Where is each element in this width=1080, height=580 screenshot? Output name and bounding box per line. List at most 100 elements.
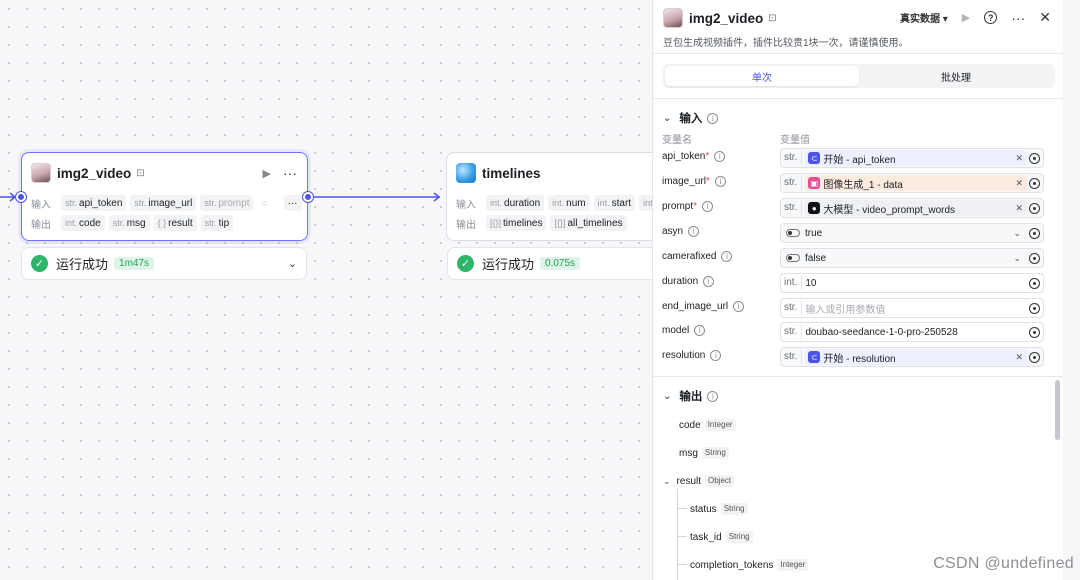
type-label: str. — [784, 151, 803, 165]
variable-select-icon[interactable] — [1029, 326, 1040, 338]
param-name: prompt*i — [662, 201, 714, 212]
canvas-edge-strip — [1063, 0, 1080, 580]
workflow-canvas[interactable]: img2_video ⊡ ▶ ··· 输入 str.api_token str.… — [0, 0, 662, 580]
info-icon: i — [694, 325, 706, 336]
info-icon: i — [688, 226, 700, 237]
node-title: timelines — [482, 165, 541, 181]
variable-reference-chip[interactable]: ⊂开始 - api_token — [805, 150, 1028, 166]
chevron-down-icon[interactable]: ⌄ — [663, 112, 672, 124]
variable-select-icon[interactable] — [1029, 202, 1040, 214]
param-value-input[interactable]: str. doubao-seedance-1-0-pro-250528 — [780, 322, 1044, 342]
param-value-select[interactable]: true ⌄ — [780, 223, 1044, 243]
tab-single[interactable]: 单次 — [665, 66, 859, 86]
clear-icon[interactable]: ✕ — [1015, 202, 1023, 213]
node-title: img2_video — [57, 165, 132, 181]
tree-line — [677, 508, 687, 509]
panel-header: img2_video ⊡ — [663, 8, 777, 28]
param-row: image_url*i str. ▣图像生成_1 - data ✕ — [653, 173, 1064, 193]
run-status-timelines[interactable]: ✓ 运行成功 0.075s — [447, 247, 652, 280]
param-name: api_token*i — [662, 151, 726, 162]
output-section-header[interactable]: ⌄ 输出 i — [663, 388, 719, 404]
param-name: image_url*i — [662, 176, 726, 187]
divider — [653, 53, 1064, 54]
tab-batch[interactable]: 批处理 — [941, 72, 971, 84]
variable-select-icon[interactable] — [1029, 252, 1040, 264]
more-icon[interactable]: ··· — [283, 165, 297, 181]
more-icon[interactable]: ··· — [1011, 9, 1026, 26]
param-value-field[interactable]: str. ●大模型 - video_prompt_words ✕ — [780, 198, 1044, 218]
chevron-down-icon[interactable]: ⌄ — [1013, 227, 1021, 238]
output-tag: { }result — [153, 215, 197, 231]
clear-icon[interactable]: ✕ — [1015, 152, 1023, 163]
input-tag: str.image_url — [130, 195, 197, 211]
type-label: str. — [784, 301, 803, 315]
help-icon[interactable]: ? — [984, 11, 998, 24]
edge-layer — [0, 192, 441, 202]
llm-node-icon: ● — [808, 202, 821, 214]
variable-select-icon[interactable] — [1029, 302, 1040, 314]
run-status-img2-video[interactable]: ✓ 运行成功 1m47s ⌄ — [21, 247, 307, 280]
variable-select-icon[interactable] — [1029, 351, 1040, 363]
info-icon: i — [714, 151, 726, 162]
param-value-field[interactable]: str. ⊂开始 - api_token ✕ — [780, 148, 1044, 168]
variable-select-icon[interactable] — [1029, 152, 1040, 164]
node-timelines[interactable]: timelines 输入 int.duration int.num int.st… — [446, 152, 662, 241]
param-value-input[interactable]: str. 输入或引用参数值 — [780, 298, 1044, 318]
input-tag: int.num — [548, 195, 590, 211]
plugin-badge-icon: ⊡ — [768, 12, 777, 24]
run-icon[interactable]: ▶ — [262, 167, 271, 180]
chevron-down-icon: ⌄ — [663, 475, 671, 486]
variable-reference-chip[interactable]: ●大模型 - video_prompt_words — [805, 200, 1028, 216]
panel-scrollbar[interactable] — [1055, 380, 1060, 440]
run-icon[interactable]: ▶ — [961, 12, 971, 24]
boolean-toggle-icon[interactable] — [786, 254, 800, 262]
param-value-field[interactable]: str. ▣图像生成_1 - data ✕ — [780, 173, 1044, 193]
status-text: 运行成功 — [56, 257, 109, 272]
variable-select-icon[interactable] — [1029, 177, 1040, 189]
chevron-down-icon[interactable]: ⌄ — [1013, 252, 1021, 263]
type-label: str. — [784, 201, 803, 215]
clear-icon[interactable]: ✕ — [1015, 351, 1023, 362]
variable-select-icon[interactable] — [1029, 227, 1040, 239]
output-port[interactable] — [303, 192, 313, 202]
edge-incoming-arrow — [9, 192, 17, 202]
param-row: prompt*i str. ●大模型 - video_prompt_words … — [653, 198, 1064, 218]
success-check-icon: ✓ — [31, 255, 48, 272]
variable-reference-chip[interactable]: ▣图像生成_1 - data — [805, 175, 1028, 191]
info-icon: i — [714, 176, 726, 187]
node-header: timelines — [456, 163, 541, 183]
more-inputs-icon[interactable]: ··· — [283, 195, 302, 211]
inputs-label: 输入 — [456, 199, 476, 211]
variable-reference-chip[interactable]: ⊂开始 - resolution — [805, 349, 1028, 365]
chevron-down-icon[interactable]: ⌄ — [287, 258, 297, 270]
node-outputs-row: 输出 int.code str.msg { }result str.tip — [31, 215, 234, 231]
clear-icon[interactable]: ✕ — [1015, 177, 1023, 188]
run-duration-badge: 0.075s — [540, 257, 581, 270]
chevron-down-icon[interactable]: ⌄ — [663, 390, 672, 402]
success-check-icon: ✓ — [457, 255, 474, 272]
boolean-toggle-icon[interactable] — [786, 229, 800, 237]
input-port[interactable] — [16, 192, 26, 202]
param-value-field[interactable]: str. ⊂开始 - resolution ✕ — [780, 347, 1044, 367]
type-label: str. — [784, 176, 803, 190]
param-value-input[interactable]: int. 10 — [780, 273, 1044, 293]
node-img2-video[interactable]: img2_video ⊡ ▶ ··· 输入 str.api_token str.… — [21, 152, 308, 241]
variable-select-icon[interactable] — [1029, 277, 1040, 289]
input-section-header[interactable]: ⌄ 输入 i — [663, 110, 719, 126]
close-icon[interactable]: ✕ — [1039, 9, 1051, 25]
data-mode-select[interactable]: 真实数据 ▾ — [899, 14, 948, 25]
info-icon: i — [707, 390, 719, 402]
param-value-select[interactable]: false ⌄ — [780, 248, 1044, 268]
plugin-badge-icon: ⊡ — [136, 167, 145, 179]
